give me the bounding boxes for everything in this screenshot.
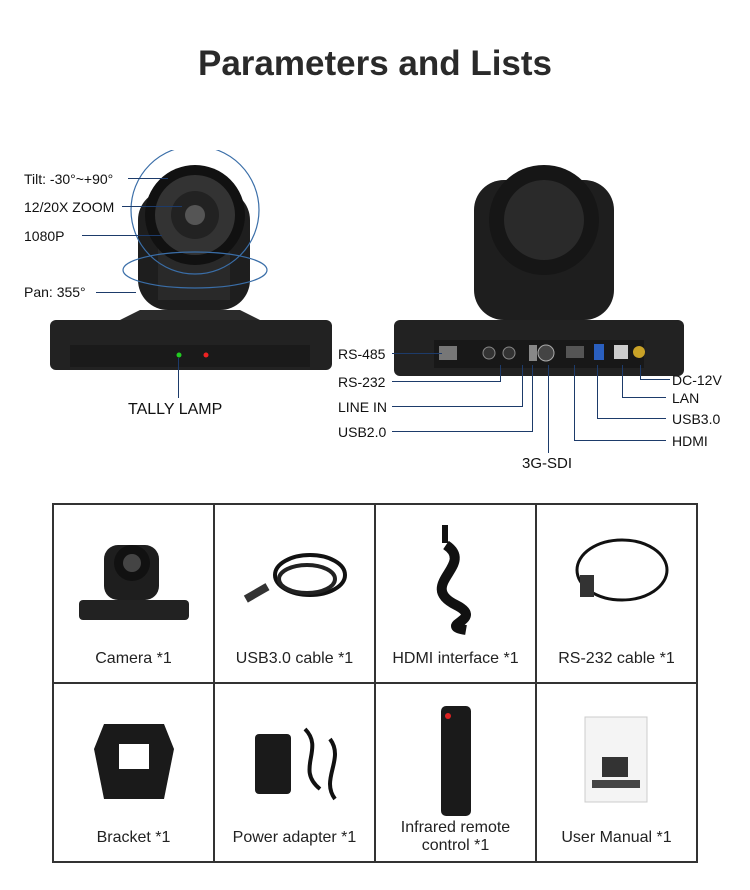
usb-cable-thumbnail xyxy=(243,553,347,603)
rs232-label: RS-232 xyxy=(338,374,386,390)
usb3-label: USB3.0 xyxy=(672,411,721,427)
item-label: RS-232 cable *1 xyxy=(558,650,675,667)
item-bracket: Bracket *1 xyxy=(53,683,214,862)
item-label: USB3.0 cable *1 xyxy=(235,650,354,667)
line-in-label: LINE IN xyxy=(338,399,388,415)
lan-label: LAN xyxy=(672,390,700,406)
item-label: Camera *1 xyxy=(95,650,172,667)
item-hdmi: HDMI interface *1 xyxy=(375,504,536,683)
rear-camera-image xyxy=(394,165,684,376)
dc-label: DC-12V xyxy=(672,372,722,388)
item-usb3-cable: USB3.0 cable *1 xyxy=(214,504,375,683)
rs232-cable-thumbnail xyxy=(575,538,668,602)
item-label: Infrared remote control *1 xyxy=(400,819,511,854)
hdmi-cable-thumbnail xyxy=(436,525,471,635)
resolution-label: 1080P xyxy=(24,228,65,244)
rs485-label: RS-485 xyxy=(338,346,386,362)
remote-thumbnail xyxy=(440,706,471,816)
zoom-label: 12/20X ZOOM xyxy=(24,199,115,215)
item-label: Bracket *1 xyxy=(96,829,171,846)
item-label: HDMI interface *1 xyxy=(392,650,519,667)
sdi-label: 3G-SDI xyxy=(522,455,573,472)
pan-label: Pan: 355° xyxy=(24,284,86,300)
power-adapter-thumbnail xyxy=(254,727,337,801)
item-camera: Camera *1 xyxy=(53,504,214,683)
item-label: Power adapter *1 xyxy=(232,829,357,846)
hdmi-label: HDMI xyxy=(672,433,708,449)
item-user-manual: User Manual *1 xyxy=(536,683,697,862)
item-label: User Manual *1 xyxy=(561,829,672,846)
camera-thumbnail xyxy=(78,545,189,620)
tilt-label: Tilt: -30°~+90° xyxy=(24,171,114,187)
package-list-table: Camera *1 USB3.0 cable *1 HDMI interface… xyxy=(52,503,698,863)
usb2-label: USB2.0 xyxy=(338,424,387,440)
user-manual-thumbnail xyxy=(584,716,647,802)
front-camera-image xyxy=(50,150,332,370)
item-power-adapter: Power adapter *1 xyxy=(214,683,375,862)
item-rs232-cable: RS-232 cable *1 xyxy=(536,504,697,683)
item-remote: Infrared remote control *1 xyxy=(375,683,536,862)
tally-lamp-label: TALLY LAMP xyxy=(128,401,223,418)
bracket-thumbnail xyxy=(93,724,174,799)
page-title: Parameters and Lists xyxy=(197,44,553,83)
